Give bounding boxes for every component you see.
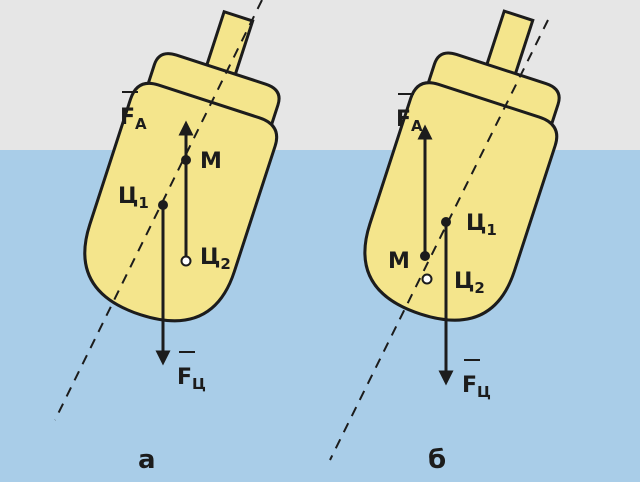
svg-text:FA: FA	[120, 105, 147, 133]
hull-b	[363, 81, 559, 322]
label-fc-a-sub: Ц	[192, 375, 206, 393]
label-fa-b-main: F	[396, 107, 411, 132]
label-c1-b: Ц1	[466, 211, 497, 239]
svg-text:FЦ: FЦ	[462, 373, 491, 401]
floating-body-b	[363, 9, 561, 322]
water-region	[0, 150, 640, 482]
buoyancy-center-point-a	[180, 255, 192, 267]
label-c2-b-sub: 2	[474, 279, 484, 297]
cabin-b	[424, 51, 561, 132]
buoyancy-center-point-b	[421, 273, 433, 285]
svg-text:FЦ: FЦ	[177, 365, 206, 393]
label-fc-a: FЦ	[177, 351, 206, 393]
label-fa-b: FA	[396, 93, 423, 135]
label-c2-b-main: Ц	[454, 269, 474, 294]
gravity-center-point-a	[158, 200, 168, 210]
symmetry-axis-a	[54, 0, 263, 421]
label-c2-a-sub: 2	[220, 255, 230, 273]
symmetry-axis-b	[329, 19, 549, 461]
label-fa-b-sub: A	[411, 117, 423, 135]
label-c1-b-main: Ц	[466, 211, 486, 236]
label-c1-a-sub: 1	[138, 194, 148, 212]
label-fc-b: FЦ	[462, 359, 491, 401]
label-fc-b-sub: Ц	[477, 383, 491, 401]
label-m-a: М	[200, 149, 222, 174]
label-c1-a: Ц1	[118, 184, 149, 212]
metacenter-point-b	[420, 251, 430, 261]
gravity-center-point-b	[441, 217, 451, 227]
label-fc-a-main: F	[177, 365, 192, 390]
label-c2-a: Ц2	[200, 245, 231, 273]
label-fa-a-sub: A	[135, 115, 147, 133]
caption-b: б	[428, 445, 446, 475]
label-fa-a: FA	[120, 91, 147, 133]
label-c1-b-sub: 1	[486, 221, 496, 239]
panel-a: FA М Ц1 Ц2 FЦ а	[54, 0, 281, 475]
label-fc-b-main: F	[462, 373, 477, 398]
label-c2-b: Ц2	[454, 269, 485, 297]
label-c2-a-main: Ц	[200, 245, 220, 270]
label-m-b: М	[388, 249, 410, 274]
label-c1-a-main: Ц	[118, 184, 138, 209]
svg-text:FA: FA	[396, 107, 423, 135]
caption-a: а	[138, 445, 156, 475]
metacenter-point-a	[181, 155, 191, 165]
cabin-a	[144, 52, 281, 133]
panel-b: FA М Ц1 Ц2 FЦ б	[329, 9, 561, 475]
label-fa-a-main: F	[120, 105, 135, 130]
